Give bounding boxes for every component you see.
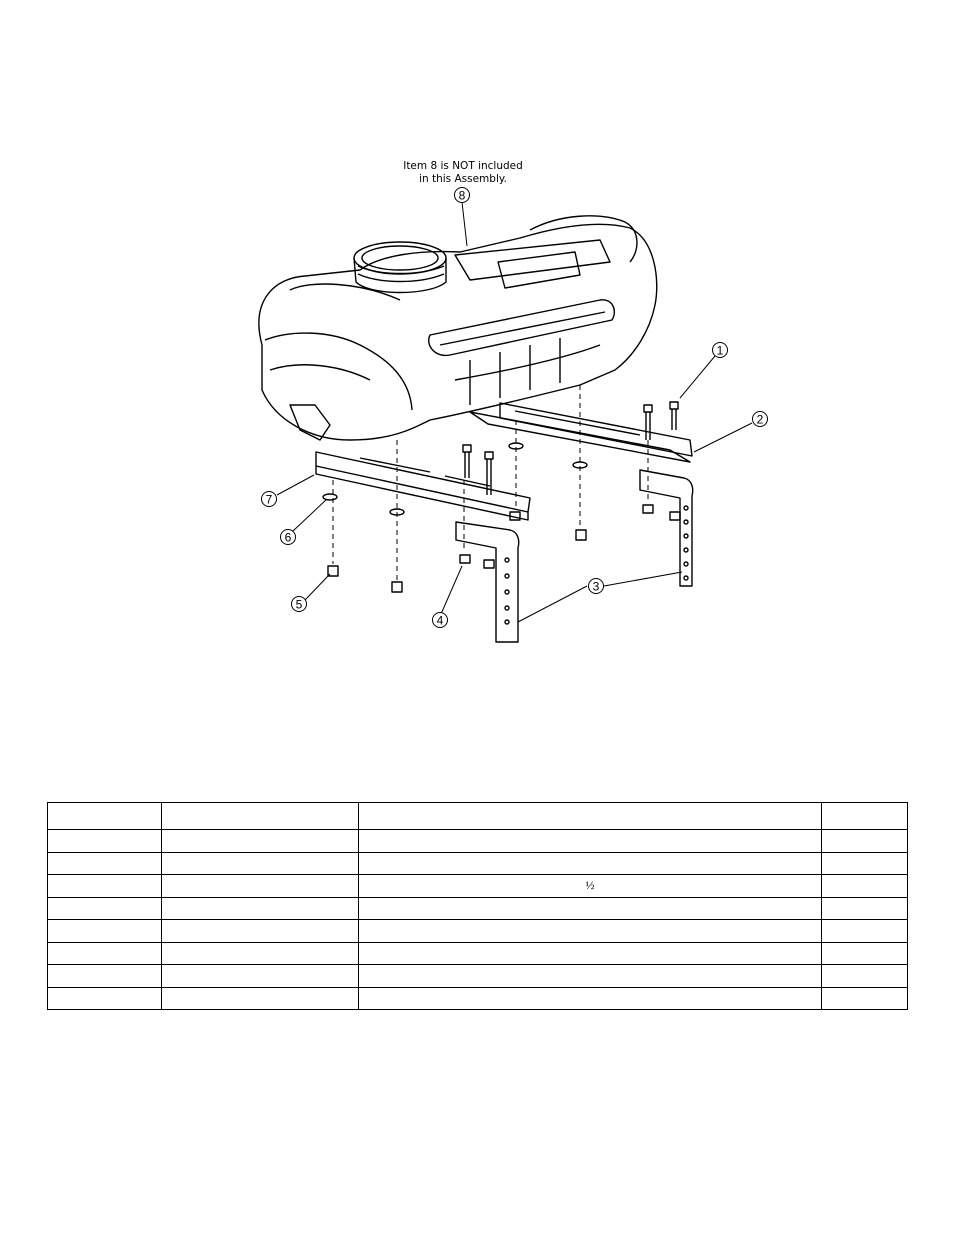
table-cell — [821, 802, 908, 830]
table-cell — [47, 964, 162, 988]
callout-8: 8 — [454, 187, 470, 203]
table-cell — [161, 941, 359, 965]
nuts — [327, 504, 681, 593]
table-cell — [47, 874, 162, 898]
callout-2: 2 — [752, 411, 768, 427]
callout-6: 6 — [280, 529, 296, 545]
table-cell — [358, 986, 822, 1010]
table-cell — [358, 851, 822, 875]
mounting-rail-right — [469, 402, 693, 463]
table-cell — [161, 964, 359, 988]
table-cell — [161, 986, 359, 1010]
center-lines — [332, 385, 649, 580]
note-line-2: in this Assembly. — [419, 173, 507, 185]
table-cell — [161, 874, 359, 898]
table-cell — [47, 896, 162, 920]
table-cell — [821, 896, 908, 920]
callout-8-label: 8 — [459, 189, 466, 203]
table-cell: ½ — [358, 874, 822, 898]
parts-table: ½ — [47, 802, 908, 1010]
mounting-rail-left — [315, 451, 531, 521]
callout-7-label: 7 — [266, 493, 273, 507]
table-row: ½ — [47, 874, 908, 898]
fill-opening — [353, 241, 447, 294]
callout-6-label: 6 — [285, 531, 292, 545]
callout-4: 4 — [432, 612, 448, 628]
table-cell — [821, 964, 908, 988]
table-cell — [358, 802, 822, 830]
table-cell — [47, 986, 162, 1010]
table-cell — [821, 874, 908, 898]
note-line-1: Item 8 is NOT included — [403, 160, 523, 172]
callout-5: 5 — [291, 596, 307, 612]
callout-4-label: 4 — [437, 614, 444, 628]
bracket-right — [639, 469, 694, 587]
assembly-drawing: Item 8 is NOT included in this Assembly.… — [258, 160, 768, 643]
table-cell — [358, 919, 822, 943]
table-cell — [821, 829, 908, 853]
table-cell — [358, 941, 822, 965]
table-row — [47, 919, 908, 943]
table-cell — [821, 919, 908, 943]
table-cell — [161, 896, 359, 920]
table-cell — [161, 851, 359, 875]
table-cell — [821, 941, 908, 965]
callout-7: 7 — [261, 491, 277, 507]
table-cell — [47, 919, 162, 943]
callout-3: 3 — [588, 578, 604, 594]
table-cell — [161, 829, 359, 853]
table-cell — [161, 919, 359, 943]
table-cell — [47, 802, 162, 830]
table-cell — [358, 896, 822, 920]
leader-lines — [276, 201, 753, 623]
bracket-left — [455, 521, 520, 643]
bolts — [462, 401, 679, 495]
table-row — [47, 941, 908, 965]
table-cell — [821, 986, 908, 1010]
callout-5-label: 5 — [296, 598, 303, 612]
table-row — [47, 829, 908, 853]
table-cell — [47, 851, 162, 875]
table-row — [47, 964, 908, 988]
table-row — [47, 802, 908, 830]
table-cell — [358, 829, 822, 853]
table-cell — [358, 964, 822, 988]
callout-1-label: 1 — [717, 344, 724, 358]
table-cell — [821, 851, 908, 875]
table-row — [47, 986, 908, 1010]
table-row — [47, 851, 908, 875]
table-cell — [47, 941, 162, 965]
parts-table-body: ½ — [47, 802, 908, 1010]
table-row — [47, 896, 908, 920]
table-cell — [47, 829, 162, 853]
table-cell — [161, 802, 359, 830]
callout-1: 1 — [712, 342, 728, 358]
tank-body — [258, 215, 658, 441]
callout-2-label: 2 — [757, 413, 764, 427]
callout-3-label: 3 — [593, 580, 600, 594]
